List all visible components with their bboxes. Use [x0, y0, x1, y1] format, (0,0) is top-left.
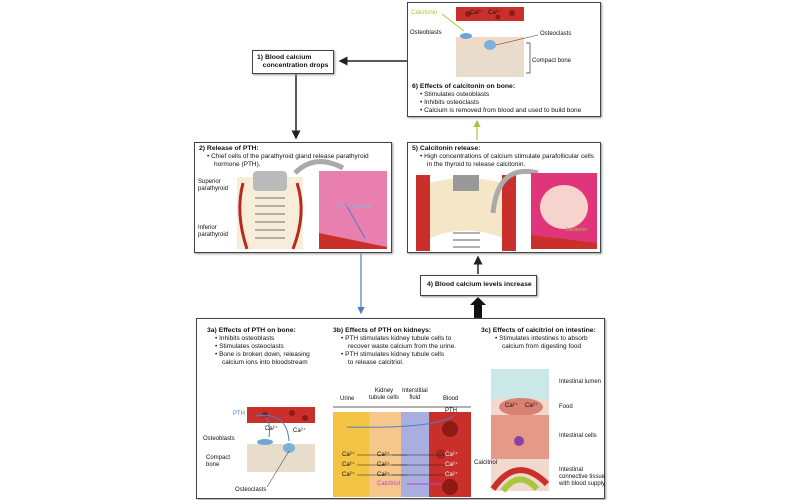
calcitriol-label: Calcitriol — [377, 481, 401, 487]
step3b-text: 3b) Effects of PTH on kidneys: PTH stimu… — [333, 327, 456, 367]
food-label: Food — [559, 404, 573, 410]
bullet-cont: in the thyroid to release calcitonin. — [427, 161, 526, 168]
bullet: Stimulates osteoblasts — [420, 91, 581, 99]
bullet: Chief cells of the parathyroid gland rel… — [207, 153, 369, 161]
bullet: Inhibits osteoclasts — [420, 99, 581, 107]
step6-calcitonin-bone-box: Calcitonin Ca²⁺ Ca²⁺ Osteoblasts Osteocl… — [407, 2, 601, 117]
step3b-title: 3b) Effects of PTH on kidneys: — [333, 327, 432, 334]
step5-title: 5) Calcitonin release: — [412, 145, 481, 152]
ca-label: Ca²⁺ — [505, 403, 518, 409]
step2-pth-release-box: 2) Release of PTH: Chief cells of the pa… — [194, 142, 392, 253]
osteoclasts-label: Osteoclasts — [235, 487, 267, 493]
ca-label: Ca²⁺ — [293, 428, 306, 434]
bullet-cont: hormone (PTH). — [214, 161, 261, 168]
bone-illustration — [441, 7, 539, 77]
bullet-cont: recover waste calcium from the urine. — [348, 343, 457, 350]
step1-box: 1) Blood calcium concentration drops — [252, 50, 334, 74]
bullet: Stimulates intestines to absorb — [495, 335, 596, 343]
arrow-3-to-4 — [470, 297, 486, 318]
osteoblasts-label: Osteoblasts — [410, 30, 442, 36]
thyroid-illustration — [237, 159, 387, 250]
bullet: High concentrations of calcium stimulate… — [420, 153, 594, 161]
bullet: PTH stimulates kidney tubule cells — [341, 351, 456, 359]
step2-title: 2) Release of PTH: — [199, 145, 259, 152]
calcitonin-label: Calcitonin — [565, 227, 587, 233]
step3c-title: 3c) Effects of calcitriol on intestine: — [481, 327, 596, 334]
step1-line1: Blood calcium — [264, 54, 312, 61]
pth-label: PTH — [445, 408, 457, 414]
step3-effects-box: 3a) Effects of PTH on bone: Inhibits ost… — [196, 318, 605, 499]
ca-label: Ca²⁺ — [445, 462, 458, 468]
ca-label: Ca²⁺ — [525, 403, 538, 409]
bullet: Calcium is removed from blood and used t… — [420, 107, 581, 115]
step5-text: 5) Calcitonin release: High concentratio… — [412, 145, 594, 169]
compact-bone-label: Compact bone — [532, 58, 572, 64]
step3c-text: 3c) Effects of calcitriol on intestine: … — [481, 327, 596, 351]
ca-label: Ca²⁺ — [265, 426, 278, 432]
ca-label: Ca²⁺ — [377, 472, 390, 478]
ca-label: Ca²⁺ — [445, 472, 458, 478]
ca-label: Ca²⁺ — [342, 462, 355, 468]
step4-box: 4) Blood calcium levels increase — [420, 275, 537, 296]
calcitonin-label: Calcitonin — [411, 10, 438, 16]
bullet: PTH stimulates kidney tubule cells to — [341, 335, 456, 343]
osteoblasts-label: Osteoblasts — [203, 436, 235, 442]
bullet-cont: calcium from digesting food — [502, 343, 582, 350]
ca-label: Ca²⁺ — [470, 10, 483, 16]
osteoclasts-label: Osteoclasts — [540, 31, 572, 37]
step5-calcitonin-release-box: 5) Calcitonin release: High concentratio… — [407, 142, 601, 253]
calcitriol-label: Calcitriol — [474, 460, 498, 466]
step3a-title: 3a) Effects of PTH on bone: — [207, 327, 296, 334]
step1-text: 1) Blood calcium concentration drops — [257, 54, 328, 70]
bullet: Bone is broken down, releasing — [215, 351, 310, 359]
pth-label: PTH — [233, 411, 245, 417]
step-number: 1) — [257, 54, 264, 61]
step3a-text: 3a) Effects of PTH on bone: Inhibits ost… — [207, 327, 310, 367]
step2-text: 2) Release of PTH: Chief cells of the pa… — [199, 145, 369, 169]
blood-label: Blood — [443, 396, 459, 402]
intestinal-cells-label: Intestinal cells — [559, 433, 597, 439]
ca-label: Ca²⁺ — [488, 10, 501, 16]
ca-label: Ca²⁺ — [342, 472, 355, 478]
urine-label: Urine — [340, 396, 355, 402]
step6-text: 6) Effects of calcitonin on bone: Stimul… — [412, 83, 581, 115]
bullet: Inhibits osteoblasts — [215, 335, 310, 343]
bullet-cont: calcium ions into bloodstream — [222, 359, 308, 366]
ca-label: Ca²⁺ — [342, 452, 355, 458]
bullet: Stimulates osteoclasts — [215, 343, 310, 351]
thyroid-illustration — [416, 168, 597, 251]
ca-label: Ca²⁺ — [377, 452, 390, 458]
step1-line2: concentration drops — [262, 62, 329, 69]
step6-title: 6) Effects of calcitonin on bone: — [412, 83, 516, 90]
effects-illustrations — [247, 369, 550, 497]
pth-release-label: PTH release — [338, 204, 372, 210]
ca-label: Ca²⁺ — [377, 462, 390, 468]
ca-label: Ca²⁺ — [445, 452, 458, 458]
step4-text: 4) Blood calcium levels increase — [427, 281, 532, 288]
intestinal-lumen-label: Intestinal lumen — [559, 379, 602, 385]
bullet-cont: to release calcitriol. — [348, 359, 404, 366]
